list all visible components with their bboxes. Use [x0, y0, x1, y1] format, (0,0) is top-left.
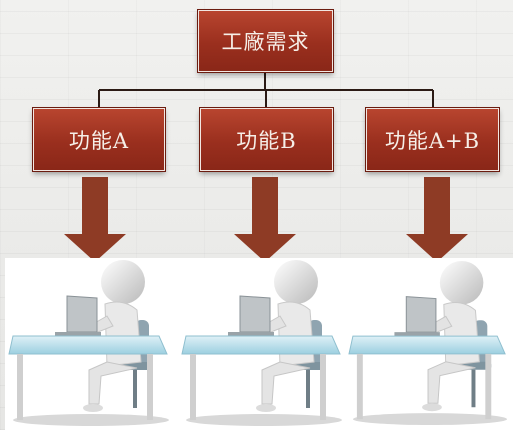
down-arrow-icon-a [64, 177, 126, 262]
feature-box-a-plus-b: 功能A+B [365, 107, 500, 172]
person-at-computer-icon [181, 260, 342, 426]
person-at-computer-icon [348, 261, 508, 426]
root-box-factory-requirement: 工廠需求 [197, 9, 334, 73]
workers-panel [5, 258, 513, 430]
feature-box-a: 功能A [32, 107, 166, 172]
person-at-computer-icon [8, 260, 169, 426]
down-arrow-icon-c [406, 177, 468, 262]
feature-box-b: 功能B [199, 107, 334, 172]
down-arrow-icon-b [234, 177, 296, 262]
